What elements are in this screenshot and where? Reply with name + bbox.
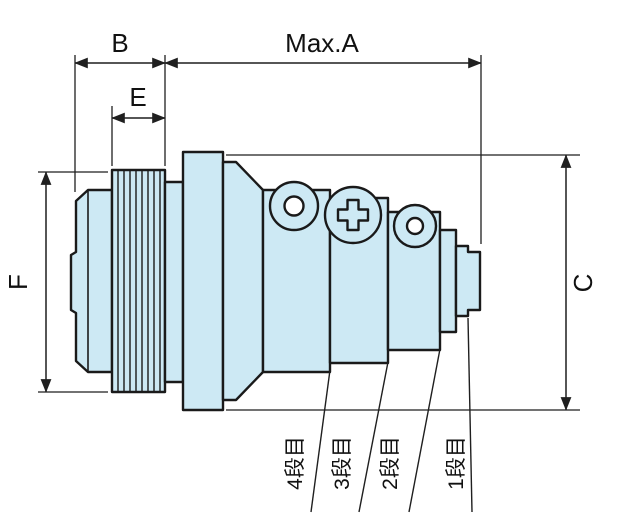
dim-label-f: F (3, 274, 33, 290)
coupling-ring (110, 168, 167, 394)
taper-section (221, 160, 265, 402)
extension-lines (38, 55, 580, 411)
step-label-2: 2段目 (379, 436, 402, 490)
dim-label-maxa: Max.A (285, 28, 359, 58)
body-section-1 (438, 228, 458, 334)
neck (163, 180, 185, 384)
labels: B Max.A E F C 4段目 3段目 2段目 1段目 (3, 28, 598, 490)
step-label-4: 4段目 (284, 436, 307, 490)
phillips-cross-icon (336, 198, 370, 232)
leader-step-4 (310, 369, 331, 513)
leader-step-2 (408, 348, 441, 513)
knurl-lines (117, 171, 161, 391)
connector-body (69, 150, 482, 412)
leader-lines (310, 317, 473, 513)
lug-hole-left (283, 195, 305, 217)
step-label-1: 1段目 (445, 436, 468, 490)
thread-cap (69, 188, 114, 374)
leader-step-1 (467, 317, 473, 513)
dim-label-e: E (129, 82, 146, 112)
leader-step-3 (358, 361, 389, 513)
step-label-3: 3段目 (331, 436, 354, 490)
flange (181, 150, 225, 412)
lug-hole-right (405, 216, 425, 236)
dim-label-c: C (568, 274, 598, 293)
dim-label-b: B (111, 28, 128, 58)
dimension-lines (40, 57, 572, 411)
end-tip (454, 244, 482, 318)
